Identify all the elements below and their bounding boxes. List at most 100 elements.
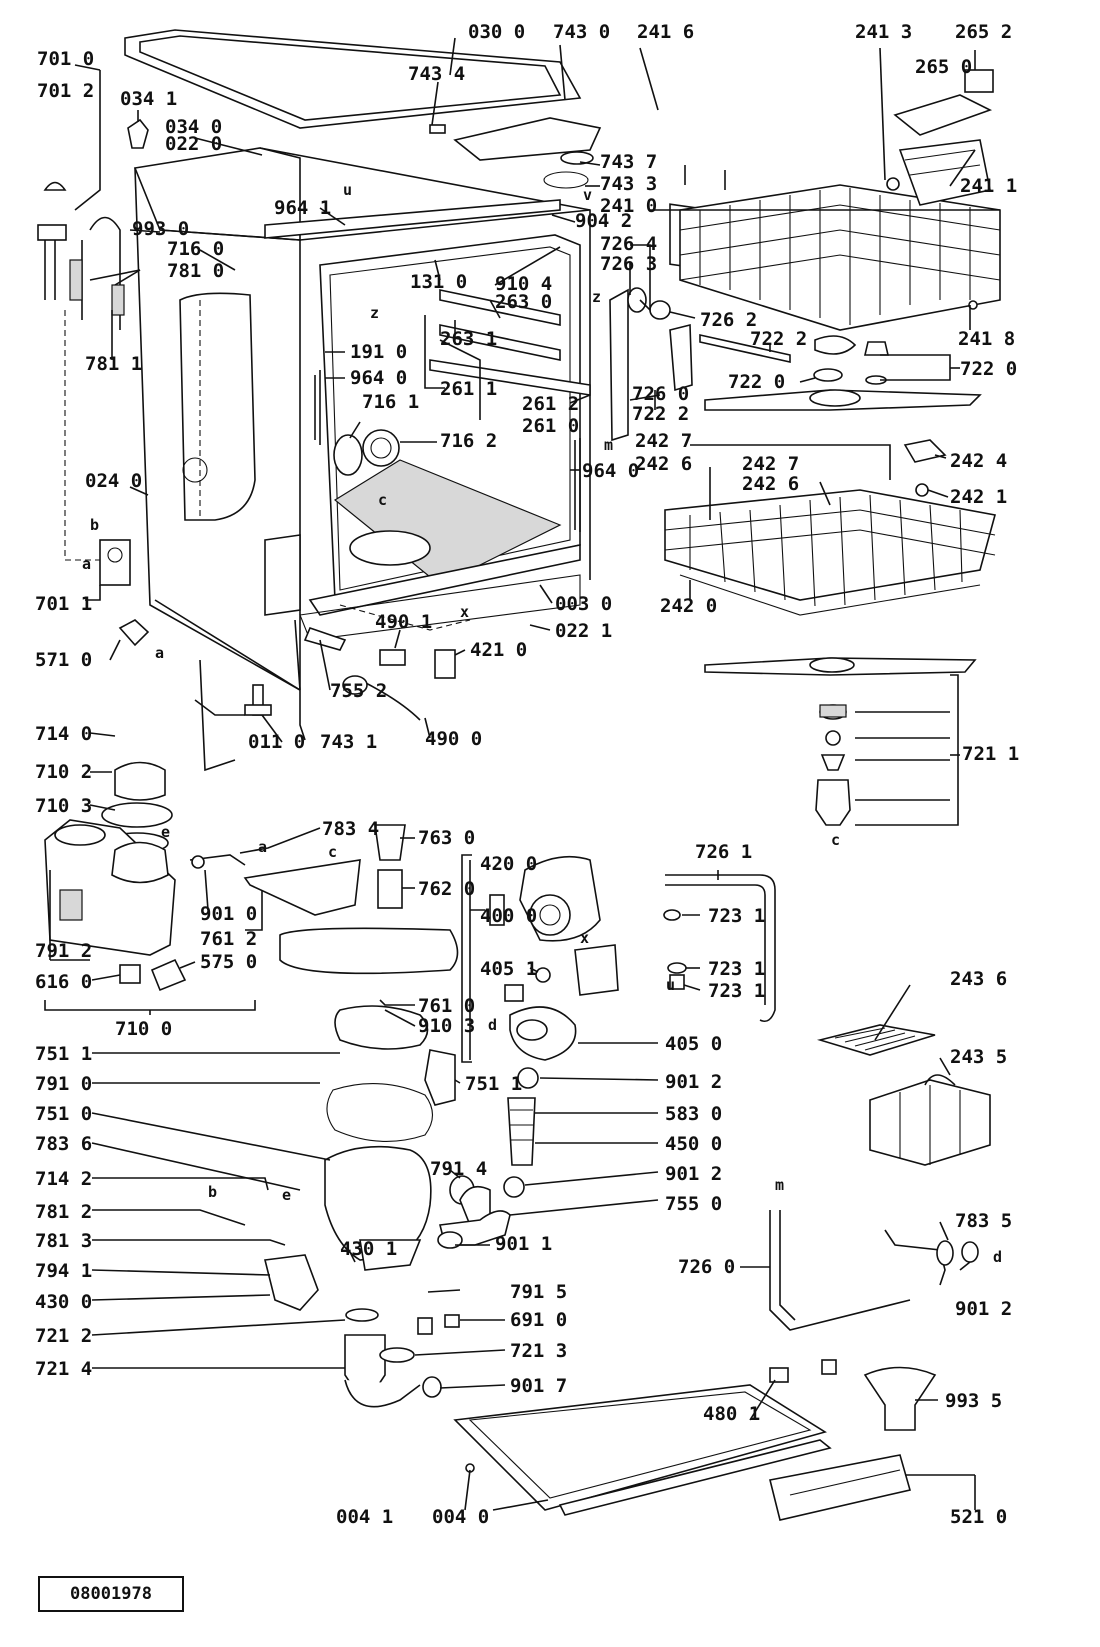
lbl-265-2: 265 2 <box>955 21 1012 43</box>
lbl-490-1: 490 1 <box>375 611 432 633</box>
lbl-723-1c: 723 1 <box>708 980 765 1002</box>
lbl-781-0: 781 0 <box>167 260 224 282</box>
ref-m-2: m <box>775 1176 784 1194</box>
lbl-726-2: 726 2 <box>700 309 757 331</box>
ref-e-1: e <box>161 823 170 841</box>
ref-x-2: x <box>580 929 589 947</box>
lbl-490-0: 490 0 <box>425 728 482 750</box>
ref-v-1: v <box>583 186 592 204</box>
lbl-430-0: 430 0 <box>35 1291 92 1313</box>
ref-c-1: c <box>378 491 387 509</box>
lbl-781-3: 781 3 <box>35 1230 92 1252</box>
lbl-701-2: 701 2 <box>37 80 94 102</box>
leader-lines <box>44 37 1000 1511</box>
lbl-762-0: 762 0 <box>418 878 475 900</box>
lbl-261-0: 261 0 <box>522 415 579 437</box>
lbl-901-2a: 901 2 <box>665 1071 722 1093</box>
lbl-405-1: 405 1 <box>480 958 537 980</box>
lbl-430-1: 430 1 <box>340 1238 397 1260</box>
lbl-794-1: 794 1 <box>35 1260 92 1282</box>
lbl-131-0: 131 0 <box>410 271 467 293</box>
ref-e-2: e <box>282 1186 291 1204</box>
ref-z-1: z <box>370 304 379 322</box>
lbl-242-6a: 242 6 <box>635 453 692 475</box>
lbl-783-4: 783 4 <box>322 818 379 840</box>
lbl-751-1b: 751 1 <box>465 1073 522 1095</box>
lbl-242-4: 242 4 <box>950 450 1007 472</box>
lbl-024-0: 024 0 <box>85 470 142 492</box>
ref-c-2: c <box>328 843 337 861</box>
lbl-723-1a: 723 1 <box>708 905 765 927</box>
lbl-400-0: 400 0 <box>480 905 537 927</box>
lbl-034-1: 034 1 <box>120 88 177 110</box>
lbl-710-0: 710 0 <box>115 1018 172 1040</box>
lbl-755-2: 755 2 <box>330 680 387 702</box>
lbl-726-3: 726 3 <box>600 253 657 275</box>
lbl-003-0: 003 0 <box>555 593 612 615</box>
lbl-726-4: 726 4 <box>600 233 657 255</box>
lbl-710-2: 710 2 <box>35 761 92 783</box>
lbl-751-1a: 751 1 <box>35 1043 92 1065</box>
lbl-242-0: 242 0 <box>660 595 717 617</box>
lbl-263-1: 263 1 <box>440 328 497 350</box>
lbl-521-0: 521 0 <box>950 1506 1007 1528</box>
lbl-721-3: 721 3 <box>510 1340 567 1362</box>
lbl-242-6b: 242 6 <box>742 473 799 495</box>
lbl-721-1: 721 1 <box>962 743 1019 765</box>
lbl-901-0: 901 0 <box>200 903 257 925</box>
lbl-791-2: 791 2 <box>35 940 92 962</box>
lbl-761-2: 761 2 <box>200 928 257 950</box>
lbl-710-3: 710 3 <box>35 795 92 817</box>
lbl-993-0: 993 0 <box>132 218 189 240</box>
ref-d-1: d <box>488 1016 497 1034</box>
lbl-022-1: 022 1 <box>555 620 612 642</box>
lbl-722-2a: 722 2 <box>750 328 807 350</box>
lbl-791-4: 791 4 <box>430 1158 487 1180</box>
upper-basket-drawing <box>609 69 1001 442</box>
lbl-726-1: 726 1 <box>695 841 752 863</box>
lbl-993-5: 993 5 <box>945 1390 1002 1412</box>
lbl-743-0: 743 0 <box>553 21 610 43</box>
ref-m-1: m <box>604 436 613 454</box>
lbl-261-2: 261 2 <box>522 393 579 415</box>
lbl-242-1: 242 1 <box>950 486 1007 508</box>
lbl-480-1: 480 1 <box>703 1403 760 1425</box>
lbl-901-2c: 901 2 <box>955 1298 1012 1320</box>
lbl-791-0: 791 0 <box>35 1073 92 1095</box>
lbl-743-7: 743 7 <box>600 151 657 173</box>
lbl-726-0a: 726 0 <box>632 383 689 405</box>
lbl-721-4: 721 4 <box>35 1358 92 1380</box>
lower-basket-drawing <box>664 439 997 826</box>
lbl-901-1: 901 1 <box>495 1233 552 1255</box>
lbl-263-0: 263 0 <box>495 291 552 313</box>
lbl-783-6: 783 6 <box>35 1133 92 1155</box>
lbl-241-3: 241 3 <box>855 21 912 43</box>
lbl-616-0: 616 0 <box>35 971 92 993</box>
lbl-904-2: 904 2 <box>575 210 632 232</box>
lbl-726-0b: 726 0 <box>678 1256 735 1278</box>
ref-b-2: b <box>208 1183 217 1201</box>
lbl-571-0: 571 0 <box>35 649 92 671</box>
lbl-716-2: 716 2 <box>440 430 497 452</box>
lbl-763-0: 763 0 <box>418 827 475 849</box>
ref-a-2: a <box>155 644 164 662</box>
lbl-791-5: 791 5 <box>510 1281 567 1303</box>
ref-d-2: d <box>993 1248 1002 1266</box>
lbl-910-4: 910 4 <box>495 273 552 295</box>
lbl-761-0: 761 0 <box>418 995 475 1017</box>
lbl-243-6: 243 6 <box>950 968 1007 990</box>
lbl-034-0: 034 0 <box>165 116 222 138</box>
sump-pump-drawing <box>243 824 619 1408</box>
lbl-241-1: 241 1 <box>960 175 1017 197</box>
lbl-743-1: 743 1 <box>320 731 377 753</box>
lbl-755-0: 755 0 <box>665 1193 722 1215</box>
lbl-405-0: 405 0 <box>665 1033 722 1055</box>
ref-u-2: u <box>666 976 675 994</box>
ref-a-3: a <box>258 838 267 856</box>
lbl-242-7b: 242 7 <box>742 453 799 475</box>
lbl-910-3: 910 3 <box>418 1015 475 1037</box>
lbl-751-0: 751 0 <box>35 1103 92 1125</box>
